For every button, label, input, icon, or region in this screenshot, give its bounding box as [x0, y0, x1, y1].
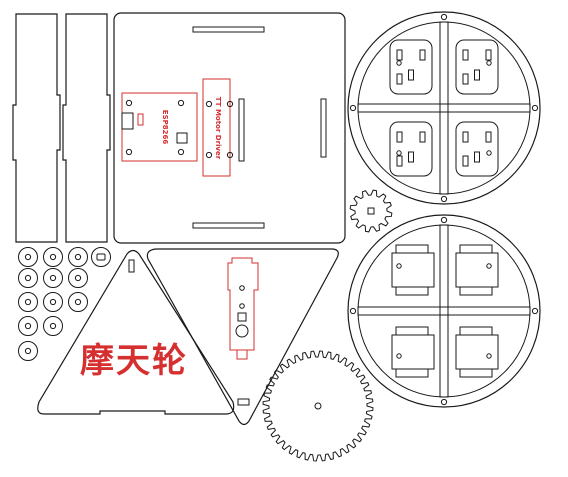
- pcb-label-b: TT Motor Driver: [214, 97, 222, 160]
- spoke-hole: [486, 353, 492, 359]
- gear-axle-square: [367, 207, 375, 215]
- washer: [18, 292, 38, 312]
- washer-hole: [24, 274, 32, 282]
- rim-hole: [440, 195, 448, 203]
- gondola-slot: [396, 131, 403, 143]
- gondola-slot: [474, 151, 480, 163]
- washer: [68, 292, 88, 312]
- base-slot-bottom: [192, 222, 265, 229]
- pcb-outline-a: ESP8266: [121, 92, 198, 162]
- base-plate: ESP8266 TT Motor Driver: [113, 12, 346, 244]
- gondola-slot: [462, 131, 469, 143]
- washer-hole: [24, 298, 32, 306]
- stand-slot-inner: [237, 398, 250, 406]
- washer: [18, 316, 38, 336]
- wheel-inner-rim: [357, 21, 531, 195]
- wheel-inner-rim: [357, 224, 531, 398]
- washer-hole: [24, 253, 32, 261]
- spoke-hole: [486, 60, 492, 66]
- spoke-hole: [396, 263, 402, 269]
- gondola-slot: [396, 155, 403, 167]
- rim-hole: [440, 398, 448, 406]
- gondola-slot: [485, 131, 492, 143]
- washer: [18, 341, 38, 361]
- gondola-slot: [419, 49, 426, 61]
- gear-teeth: [262, 350, 374, 462]
- gondola-slot: [485, 49, 492, 61]
- washer: [68, 268, 88, 288]
- washer-hole: [49, 298, 57, 306]
- side-panel-left: [12, 13, 61, 243]
- spoke-hole: [396, 150, 402, 156]
- wheel-bottom: [347, 214, 541, 408]
- gondola-slot: [396, 73, 403, 85]
- base-slot-right-b: [320, 98, 327, 158]
- washer: [18, 247, 38, 267]
- gondola-slot: [474, 69, 480, 81]
- washer-square-hole: [96, 253, 106, 261]
- washer: [43, 316, 63, 336]
- rim-hole: [440, 13, 448, 21]
- gondola-slot: [408, 69, 414, 81]
- triangle-stand-right: [146, 248, 339, 426]
- spoke-hole: [396, 353, 402, 359]
- gondola-slot: [396, 49, 403, 61]
- gear-small: [349, 189, 393, 233]
- gondola-slot: [462, 73, 469, 85]
- gondola-frame: [455, 121, 499, 177]
- wheel-spoke-horizontal: [357, 103, 531, 113]
- washer-hole: [49, 253, 57, 261]
- washer-hole: [49, 274, 57, 282]
- gear-axle-hole: [314, 402, 322, 410]
- spoke-hole: [486, 150, 492, 156]
- wheel-outer-rim: [347, 214, 541, 408]
- gondola-slot: [462, 155, 469, 167]
- washer: [68, 247, 88, 267]
- rim-hole: [349, 104, 357, 112]
- washer: [43, 247, 63, 267]
- wheel-spoke-vertical: [439, 224, 449, 398]
- washer-hole: [74, 253, 82, 261]
- spacer-washers: [18, 247, 111, 361]
- spoke-hole: [486, 263, 492, 269]
- washer: [43, 292, 63, 312]
- wheel-spoke-vertical: [439, 21, 449, 195]
- gondola-frame: [389, 121, 433, 177]
- gondola-slot: [419, 131, 426, 143]
- base-slot-right-a: [238, 98, 245, 162]
- spoke-hole: [396, 60, 402, 66]
- rim-hole: [531, 104, 539, 112]
- triangle-stand-left: 摩天轮: [37, 249, 235, 415]
- washer: [18, 268, 38, 288]
- washer: [91, 247, 111, 267]
- washer-hole: [49, 322, 57, 330]
- rim-hole: [531, 307, 539, 315]
- rim-hole: [440, 216, 448, 224]
- gondola-slot: [408, 151, 414, 163]
- wheel-spoke-horizontal: [357, 306, 531, 316]
- pcb-label-a: ESP8266: [161, 110, 169, 145]
- motor-outline: [227, 257, 259, 360]
- gear-teeth: [349, 189, 393, 233]
- pcb-outline-b: TT Motor Driver: [202, 78, 234, 177]
- washer-hole: [74, 298, 82, 306]
- rim-hole: [349, 307, 357, 315]
- wheel-top: [347, 11, 541, 205]
- wheel-outer-rim: [347, 11, 541, 205]
- title-engraving: 摩天轮: [80, 341, 188, 381]
- washer-hole: [24, 322, 32, 330]
- washer: [43, 268, 63, 288]
- washer-hole: [74, 274, 82, 282]
- base-slot-top: [192, 26, 265, 33]
- gondola-frame: [455, 39, 499, 95]
- gondola-frame: [389, 39, 433, 95]
- gondola-slot: [462, 49, 469, 61]
- side-panel-right: [62, 13, 111, 243]
- washer-hole: [24, 347, 32, 355]
- gear-large: [262, 350, 374, 462]
- stand-slot-top: [128, 259, 135, 273]
